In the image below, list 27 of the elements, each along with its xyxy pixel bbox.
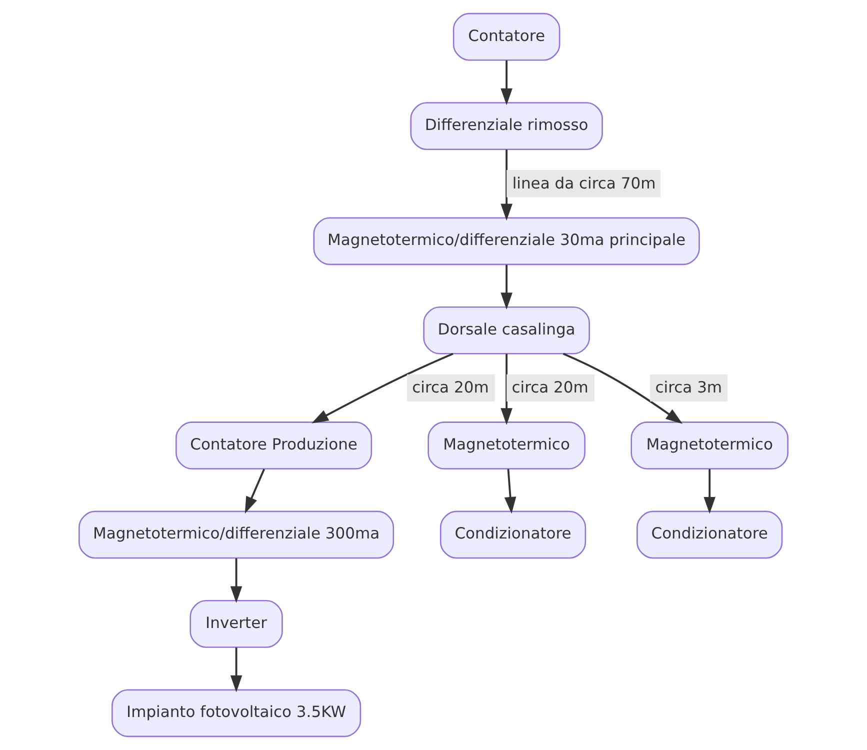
edge-label: circa 20m — [412, 378, 489, 397]
edge-label: linea da circa 70m — [512, 174, 656, 192]
node-box: Contatore — [452, 12, 560, 61]
arrow — [504, 469, 516, 514]
edge-label: circa 3m — [655, 378, 722, 397]
arrow — [500, 354, 512, 425]
arrow — [230, 648, 242, 692]
edge-label: circa 20m — [512, 378, 588, 397]
arrow — [244, 468, 266, 514]
node-box: Magnetotermico/differenziale 300ma — [78, 510, 394, 559]
arrow — [562, 352, 683, 424]
arrow — [500, 150, 512, 221]
node-box: Differenziale rimosso — [410, 102, 603, 150]
arrow — [704, 469, 716, 514]
node-box: Magnetotermico — [630, 422, 788, 470]
node-box: Magnetotermico — [428, 422, 586, 470]
node-box: Condizionatore — [636, 510, 783, 559]
node-box: Condizionatore — [440, 510, 586, 559]
arrow — [500, 264, 512, 310]
node-box: Impianto fotovoltaico 3.5KW — [112, 689, 362, 738]
node-box: Contatore Produzione — [176, 422, 372, 470]
arrow — [500, 60, 512, 106]
node-box: Dorsale casalinga — [423, 306, 590, 354]
arrow — [230, 558, 242, 604]
arrow — [312, 352, 454, 424]
node-box: Magnetotermico/differenziale 30ma principale — [313, 217, 700, 266]
node-box: Inverter — [190, 600, 283, 648]
